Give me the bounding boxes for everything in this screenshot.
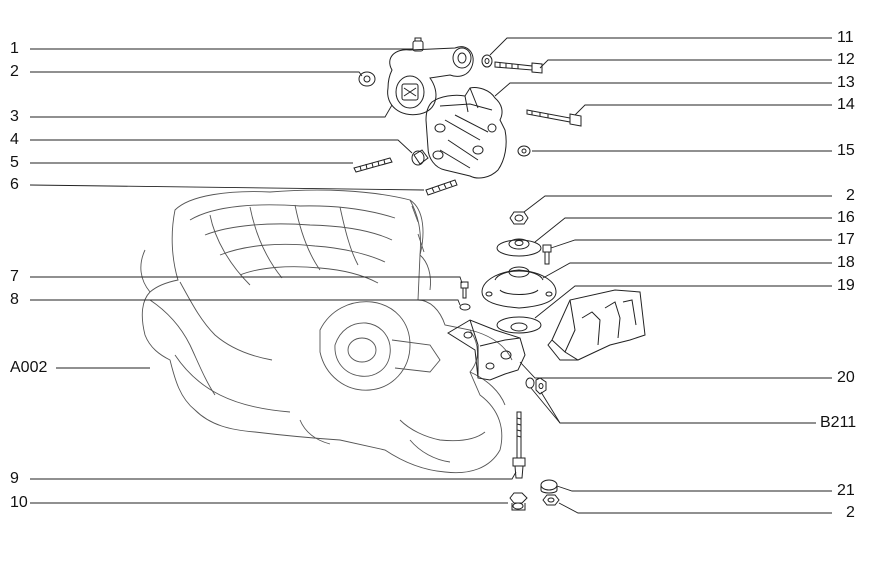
part-7-bolt — [460, 281, 469, 299]
callout-18: 18 — [837, 254, 855, 271]
callout-7: 7 — [10, 268, 19, 285]
part-9-stud — [512, 411, 526, 479]
callout-2-bottom: 2 — [846, 504, 855, 521]
callout-21: 21 — [837, 482, 855, 499]
part-4-bushing — [411, 149, 429, 166]
part-b211-nuts — [525, 377, 547, 395]
part-15-nut — [517, 145, 531, 157]
part-10-nut — [509, 492, 528, 511]
callout-17: 17 — [837, 231, 855, 248]
part-1-nut — [412, 37, 424, 52]
part-3-torque-rod — [387, 46, 474, 116]
part-5-stud — [353, 157, 393, 173]
callout-8: 8 — [10, 291, 19, 308]
callout-14: 14 — [837, 96, 855, 113]
part-21-bushing — [540, 479, 558, 494]
callout-b211: B211 — [820, 414, 857, 431]
part-18-rubber-mount — [481, 266, 557, 309]
callout-a002: A002 — [10, 359, 48, 376]
callout-5: 5 — [10, 154, 19, 171]
callout-20: 20 — [837, 369, 855, 386]
callout-11: 11 — [837, 29, 854, 46]
callout-6: 6 — [10, 176, 19, 193]
callout-9: 9 — [10, 470, 19, 487]
callout-16: 16 — [837, 209, 855, 226]
transmission-housing — [140, 189, 513, 474]
callout-2-middle: 2 — [846, 187, 855, 204]
callout-2-top: 2 — [10, 63, 19, 80]
part-19-lower-washer — [496, 316, 542, 334]
part-8-washer — [459, 303, 471, 311]
part-17-small-bolt — [542, 244, 552, 265]
part-13-mount-bracket — [425, 87, 507, 179]
part-2-nut-bottom — [542, 494, 560, 506]
callout-19: 19 — [837, 277, 855, 294]
callout-3: 3 — [10, 108, 19, 125]
heat-shield-plate — [547, 289, 646, 361]
callout-15: 15 — [837, 142, 855, 159]
leader-lines — [29, 37, 832, 514]
part-12-bolt — [494, 61, 543, 74]
part-16-cup-washer — [496, 238, 542, 257]
callout-12: 12 — [837, 51, 855, 68]
callout-4: 4 — [10, 131, 19, 148]
part-2-nut-top — [358, 71, 376, 87]
callout-13: 13 — [837, 74, 855, 91]
part-2-nut-middle — [509, 211, 529, 225]
part-14-long-bolt — [526, 109, 582, 127]
callout-10: 10 — [10, 494, 28, 511]
part-11-washer — [481, 54, 493, 68]
part-20-lower-bracket — [447, 319, 526, 381]
callout-1: 1 — [10, 40, 19, 57]
part-6-stud — [425, 179, 458, 196]
